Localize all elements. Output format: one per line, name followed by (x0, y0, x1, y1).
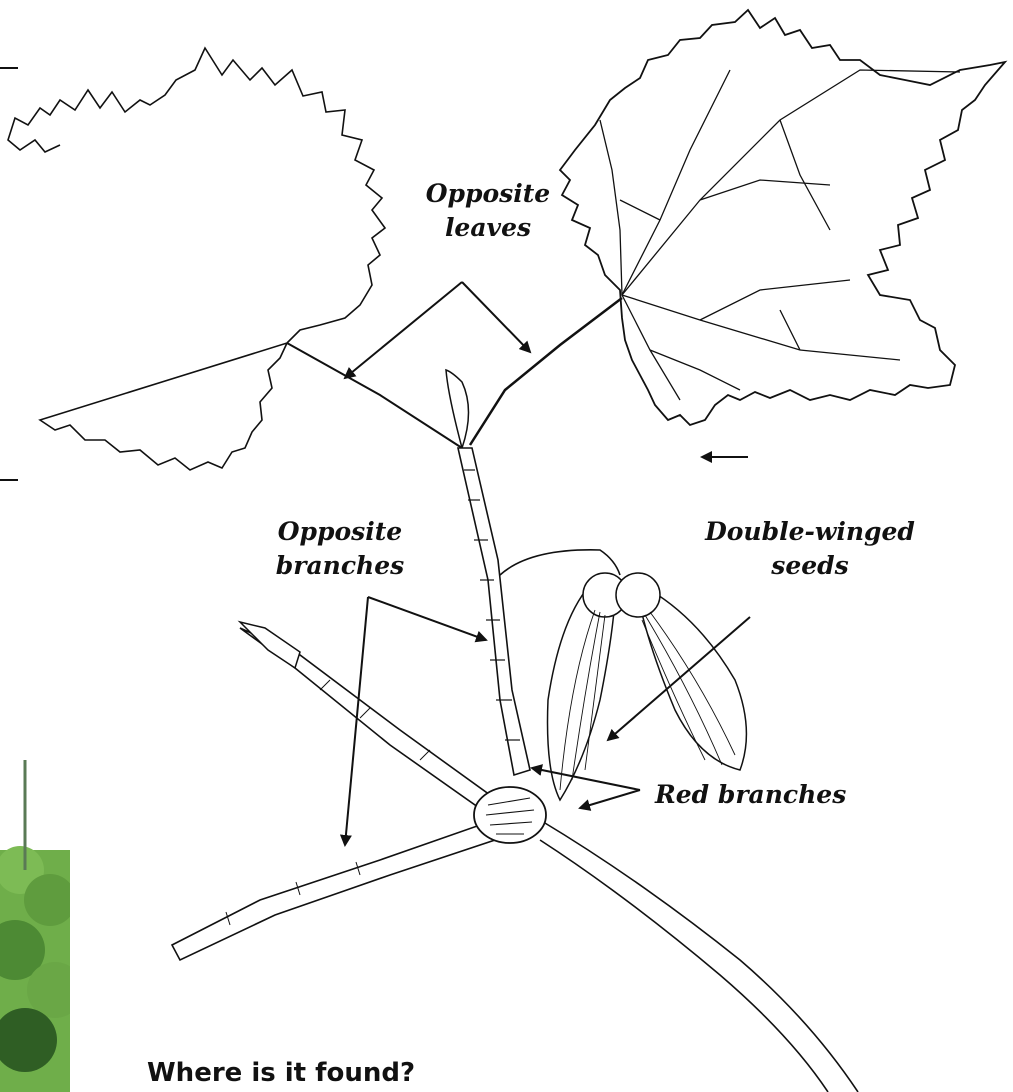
main-stem (458, 448, 530, 775)
branch-tip-bud-icon (240, 622, 300, 668)
label-opposite-leaves-line2: leaves (388, 211, 588, 245)
lower-right-branch-edge (540, 840, 828, 1092)
arrow-red-upper (532, 768, 640, 790)
arrow-leaves-right (462, 282, 530, 352)
left-leaf-icon (8, 48, 385, 470)
section-heading: Where is it found? (147, 1058, 415, 1088)
label-seeds-line1: Double-winged (690, 515, 930, 549)
label-double-winged-seeds: Double-winged seeds (690, 515, 930, 583)
label-opposite-leaves-line1: Opposite (388, 177, 588, 211)
left-petiole (287, 343, 462, 448)
label-red-branches: Red branches (655, 778, 875, 812)
right-petiole (470, 298, 622, 445)
branch-node (474, 787, 546, 843)
seed-stalk (500, 550, 620, 575)
arrow-red-lower (580, 790, 640, 808)
label-opposite-branches-line1: Opposite (240, 515, 440, 549)
terminal-bud-icon (446, 370, 469, 448)
maple-seed-icon (548, 573, 747, 800)
label-opposite-branches: Opposite branches (240, 515, 440, 583)
label-seeds-line2: seeds (690, 549, 930, 583)
lower-right-branch (540, 820, 858, 1092)
label-opposite-branches-line2: branches (240, 549, 440, 583)
lower-left-branch (172, 825, 495, 960)
label-opposite-leaves: Opposite leaves (388, 177, 588, 245)
tree-photo-icon (0, 760, 70, 1092)
arrow-branches-upper (368, 597, 486, 640)
right-leaf-icon (560, 10, 1005, 425)
